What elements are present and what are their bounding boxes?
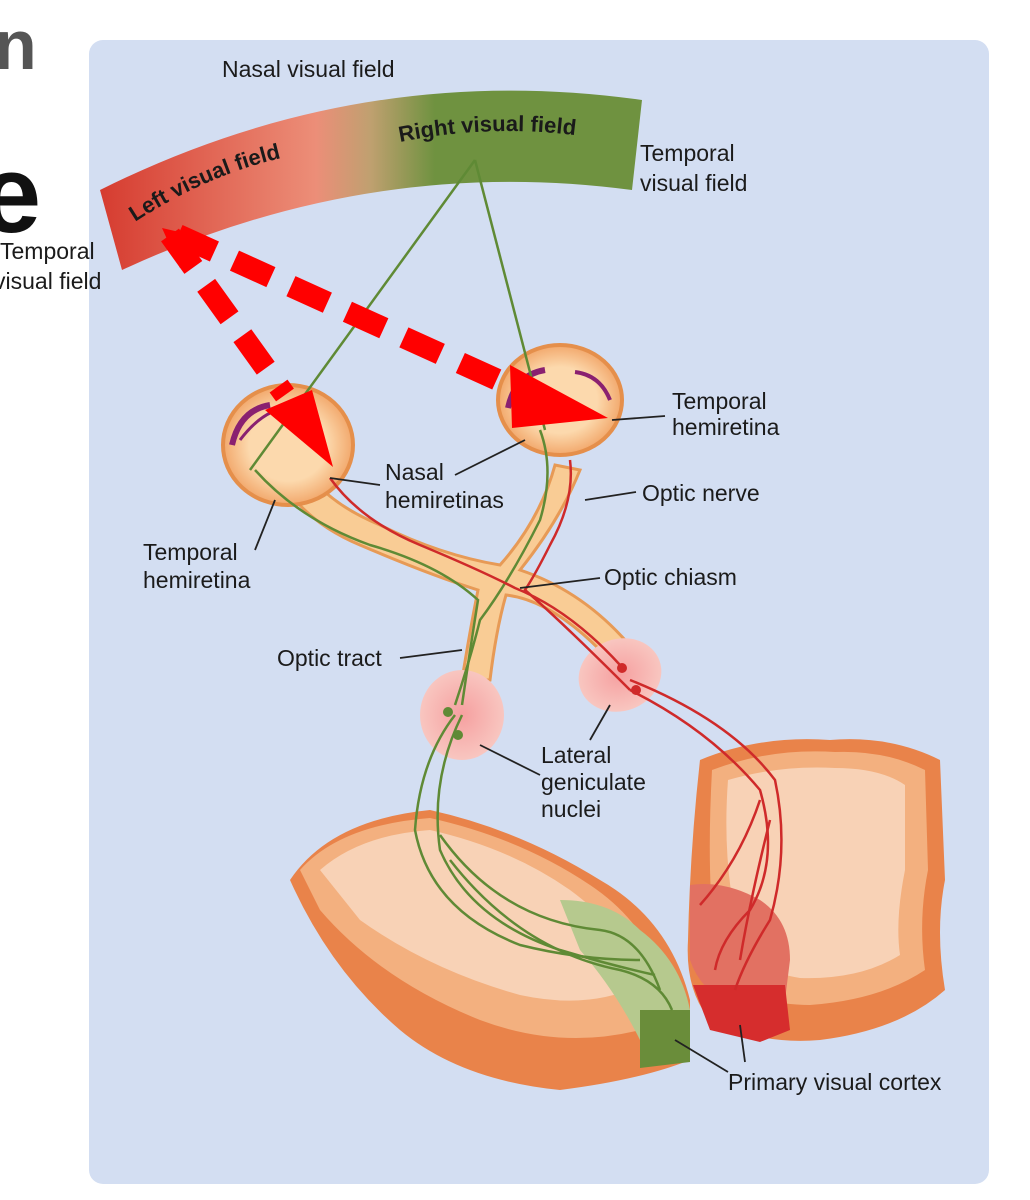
temporal-hemiretina-left-line1: Temporal [143,539,238,565]
temporal-visual-field-left-label: Temporal visual field [0,236,101,296]
temporal-visual-field-left-line1: Temporal [0,238,95,264]
left-occipital-lobe [290,810,690,1090]
lateral-geniculate-nuclei-line2: geniculate [541,769,646,795]
temporal-hemiretina-left-line2: hemiretina [143,567,251,593]
temporal-visual-field-right-line2: visual field [640,170,748,196]
temporal-visual-field-right-line1: Temporal [640,140,735,166]
nasal-visual-field-label: Nasal visual field [222,56,395,82]
temporal-visual-field-right-label: Temporal visual field [640,138,747,198]
lateral-geniculate-nuclei-line1: Lateral [541,742,612,768]
primary-visual-cortex-label: Primary visual cortex [728,1069,942,1095]
green-neural-pathway [254,429,674,1011]
right-lateral-geniculate-nucleus [578,638,662,712]
nasal-hemiretinas-line2: hemiretinas [385,487,504,513]
visual-field-band [100,90,642,271]
optic-tissue [272,458,628,682]
temporal-visual-field-left-line2: visual field [0,268,102,294]
optic-chiasm-label: Optic chiasm [604,564,737,590]
temporal-hemiretina-left-label: Temporal hemiretina [143,538,250,594]
temporal-hemiretina-right-line2: hemiretina [672,414,780,440]
temporal-hemiretina-right-label: Temporal hemiretina [672,388,779,440]
cropped-heading-glyph: n [0,6,37,84]
nasal-hemiretinas-label: Nasal hemiretinas [385,458,504,514]
red-neural-pathway [328,459,783,991]
temporal-hemiretina-right-line1: Temporal [672,388,767,414]
optic-nerve-label: Optic nerve [642,480,760,506]
right-occipital-lobe [687,739,945,1042]
cropped-title-glyph: e [0,133,42,256]
optic-tract-label: Optic tract [277,645,382,671]
label-leader-lines [254,415,746,1073]
left-field-arrows [161,224,608,467]
lgn-synapse-markers [443,663,641,740]
lateral-geniculate-nuclei-line3: nuclei [541,796,602,822]
nasal-hemiretinas-line1: Nasal [385,459,444,485]
lateral-geniculate-nuclei-label: Lateral geniculate nuclei [541,742,646,823]
